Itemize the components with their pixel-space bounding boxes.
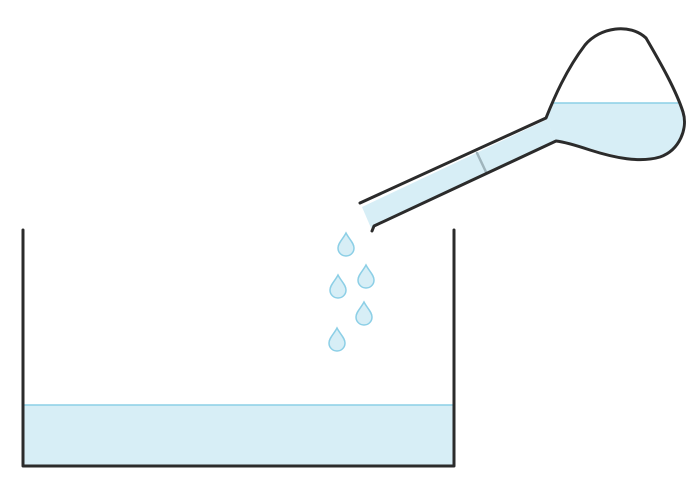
beaker-liquid [23,405,454,466]
beaker [21,228,456,468]
water-drop [355,300,373,326]
water-drop [357,263,375,289]
water-drop [337,231,355,257]
water-drop [329,273,347,299]
volumetric-flask [358,27,686,233]
beaker-outline [21,228,456,468]
flask-graduation-mark [475,151,488,174]
flask-bulb-liquid [546,103,684,159]
flask-outline-upper [358,27,686,233]
water-drops [328,231,375,352]
water-drop [328,326,346,352]
flask-neck-liquid [362,120,556,228]
